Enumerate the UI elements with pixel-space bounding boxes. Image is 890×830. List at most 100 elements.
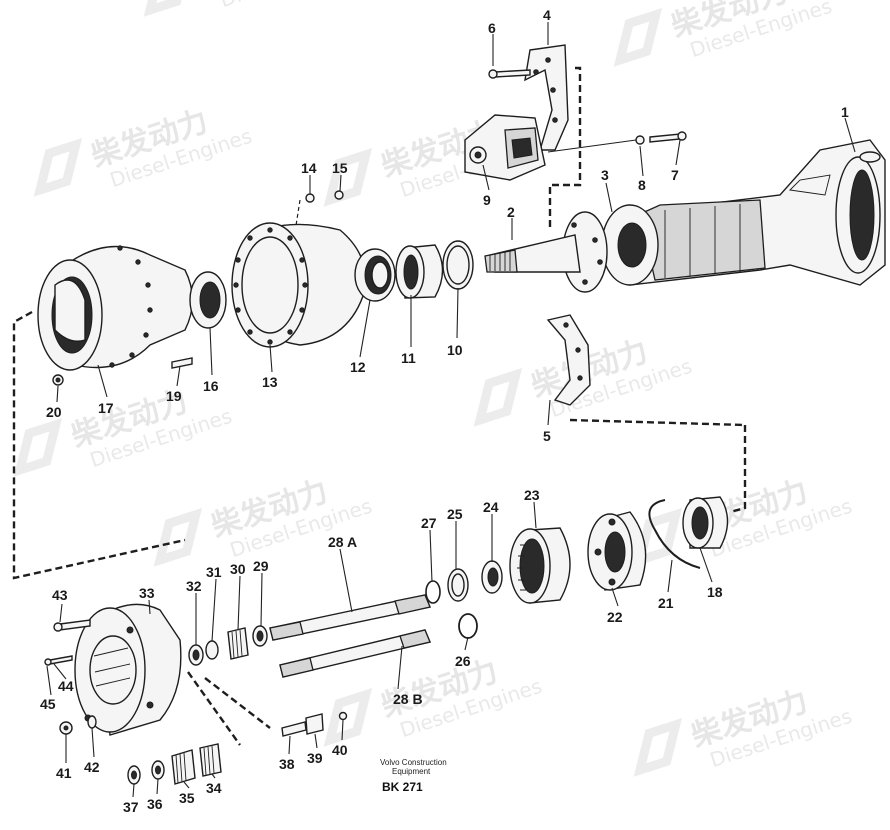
part-labels: 1 2 3 4 5 6 7 8 9 10 11 12 13 14 15 16 1… [40, 7, 849, 815]
label-part-8: 8 [638, 177, 646, 193]
label-part-23: 23 [524, 487, 540, 503]
bolt-6 [488, 69, 531, 79]
part-37-washer [127, 765, 141, 785]
label-part-29: 29 [253, 558, 269, 574]
label-part-40: 40 [332, 742, 348, 758]
label-part-18: 18 [707, 584, 723, 600]
part-9-caliper [464, 114, 546, 181]
part-21-snap-ring [648, 499, 701, 569]
label-part-14: 14 [301, 160, 317, 176]
part-27-clip [425, 580, 441, 604]
label-part-31: 31 [206, 564, 222, 580]
label-part-22: 22 [607, 609, 623, 625]
label-part-32: 32 [186, 578, 202, 594]
footer-drawing-code: BK 271 [382, 780, 423, 794]
label-part-9: 9 [483, 192, 491, 208]
label-part-3: 3 [601, 167, 609, 183]
part-41-bolt [59, 721, 73, 735]
part-28b-shaft [279, 629, 431, 678]
part-38-pin [281, 721, 307, 737]
label-part-11: 11 [401, 350, 416, 366]
connector-lower-right [729, 425, 747, 514]
watermark-10: 柴发动力 Diesel-Engines [633, 684, 855, 777]
label-part-13: 13 [262, 374, 278, 390]
part-18-bearing [682, 496, 729, 549]
drawing-footer: Volvo Construction Equipment BK 271 [380, 758, 447, 794]
label-part-28b: 28 B [393, 691, 423, 707]
part-20-nut [52, 374, 64, 386]
disc-bolt-holes [233, 227, 308, 345]
part-10-seal [442, 240, 474, 290]
label-part-33: 33 [139, 585, 155, 601]
label-part-5: 5 [543, 428, 551, 444]
label-part-37: 37 [123, 799, 139, 815]
label-part-10: 10 [447, 342, 463, 358]
part-17-wheel-hub [37, 245, 194, 371]
part-25-ring [447, 568, 469, 602]
label-part-26: 26 [455, 653, 471, 669]
part-13-brake-disc [231, 222, 367, 348]
label-part-41: 41 [56, 765, 72, 781]
part-28a-shaft [269, 594, 431, 641]
part-11-race [395, 244, 444, 299]
label-part-44: 44 [58, 678, 74, 694]
watermark-1: 柴发动力 Diesel-Engines [143, 0, 365, 17]
label-part-16: 16 [203, 378, 219, 394]
label-part-17: 17 [98, 400, 114, 416]
part-33-hub-cover [74, 603, 182, 736]
assembly-connectors [12, 66, 747, 746]
watermark-2: 柴发动力 Diesel-Engines [613, 0, 835, 67]
part-16-ring [189, 271, 227, 329]
label-part-12: 12 [350, 359, 366, 375]
label-part-39: 39 [307, 750, 323, 766]
part-35-gear [171, 749, 196, 785]
leader-lines [46, 22, 856, 798]
part-30-gear [227, 627, 249, 660]
part-29-ring [252, 625, 268, 647]
label-part-15: 15 [332, 160, 348, 176]
part-22-planet-carrier [587, 511, 647, 591]
label-part-45: 45 [40, 696, 56, 712]
part-19-stud [171, 357, 193, 369]
part-2-spindle [484, 211, 608, 293]
label-part-27: 27 [421, 515, 437, 531]
label-part-24: 24 [483, 499, 499, 515]
part-12-bearing [354, 248, 396, 302]
label-part-1: 1 [841, 104, 849, 120]
label-part-36: 36 [147, 796, 163, 812]
label-part-6: 6 [488, 20, 496, 36]
part-26-circlip [458, 613, 478, 639]
connector-cover-to-pin-38 [204, 677, 271, 729]
part-31-washer [205, 640, 219, 660]
label-part-19: 19 [166, 388, 182, 404]
part-44-45-screws [44, 655, 73, 666]
label-part-30: 30 [230, 561, 246, 577]
footer-line-1: Volvo Construction [380, 758, 447, 767]
connector-cover-to-pins [187, 671, 241, 746]
label-part-34: 34 [206, 780, 222, 796]
watermark-6: 柴发动力 Diesel-Engines [13, 384, 235, 477]
label-part-2: 2 [507, 204, 515, 220]
label-part-38: 38 [279, 756, 295, 772]
connector-upper-hub-to-lower [12, 310, 186, 580]
connector-bracket-to-spindle [548, 66, 582, 230]
part-36-washer [151, 760, 165, 780]
label-part-4: 4 [543, 7, 551, 23]
label-part-35: 35 [179, 790, 195, 806]
bolt-7-8 [547, 131, 687, 153]
label-part-42: 42 [84, 759, 100, 775]
part-40-screw [338, 711, 348, 721]
part-39-plate [305, 713, 324, 735]
part-24-washer [481, 560, 503, 594]
label-part-25: 25 [447, 506, 463, 522]
connector-axle-to-lower [569, 418, 746, 427]
part-42-washer [87, 715, 97, 729]
label-part-28a: 28 A [328, 534, 357, 550]
part-3-flange [601, 204, 659, 286]
label-part-7: 7 [671, 167, 679, 183]
part-32-washer [188, 644, 204, 666]
watermark-3: 柴发动力 Diesel-Engines [33, 104, 255, 197]
footer-line-2: Equipment [392, 767, 431, 776]
hub-bolt-holes [109, 245, 153, 368]
